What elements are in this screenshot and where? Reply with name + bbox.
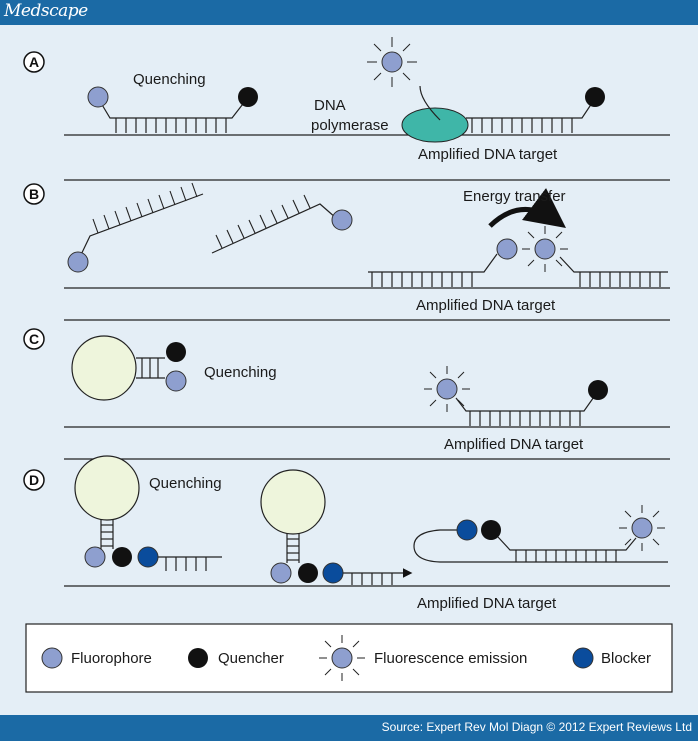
legend-quencher-icon [188, 648, 208, 668]
quenching-label: Quenching [133, 71, 206, 88]
quencher [298, 563, 318, 583]
probe-strand [559, 256, 668, 273]
probe-comb [579, 272, 661, 287]
quenching-label: Quenching [204, 364, 277, 381]
quencher [238, 87, 258, 107]
panel-c-label: C [29, 331, 39, 347]
fluorophore [165, 370, 187, 392]
fluorophore [331, 209, 353, 231]
quencher [481, 520, 501, 540]
panel-a: A Quenching DNA polymerase [23, 37, 670, 163]
probe-strand [368, 253, 498, 273]
molecular-beacon-loop [71, 335, 137, 401]
blocker [456, 519, 478, 541]
probe-comb [115, 118, 227, 133]
panel-d: D Quenching [23, 455, 670, 612]
fluorophore [496, 238, 518, 260]
dna-polymerase-label-1: DNA [314, 97, 346, 114]
amplified-target-label: Amplified DNA target [418, 146, 558, 163]
blocker [137, 546, 159, 568]
stem-rungs [141, 358, 159, 378]
probe-strand [497, 536, 637, 551]
panel-a-label: A [29, 54, 39, 70]
panel-c: C Quenching [23, 328, 670, 453]
fluorophore [87, 86, 109, 108]
blocker [322, 562, 344, 584]
quencher [112, 547, 132, 567]
quencher [166, 342, 186, 362]
medscape-logo: Medscape [4, 1, 88, 21]
legend-emission-label: Fluorescence emission [374, 650, 527, 667]
amplified-target-label: Amplified DNA target [444, 436, 584, 453]
probe-strand [455, 393, 597, 412]
fluorescence-emission-icon [619, 505, 665, 551]
legend-fluorophore-icon [41, 647, 63, 669]
footer-bar: Source: Expert Rev Mol Diagn © 2012 Expe… [0, 715, 698, 741]
probe-comb [371, 272, 473, 287]
source-credit: Source: Expert Rev Mol Diagn © 2012 Expe… [381, 720, 692, 734]
scorpion-stem [286, 533, 300, 563]
legend-emission-icon [319, 635, 365, 681]
probe-comb [215, 194, 311, 249]
stem-rungs [287, 538, 299, 561]
primer-comb [351, 573, 393, 585]
energy-transfer-label: Energy transfer [463, 188, 566, 205]
panel-b-label: B [29, 186, 39, 202]
stem-rungs [101, 524, 113, 547]
dna-polymerase [401, 107, 469, 143]
legend-blocker-label: Blocker [601, 650, 651, 667]
scorpion-loop [260, 469, 326, 535]
probe-strand [211, 203, 337, 254]
probe-comb [515, 550, 617, 562]
fluorophore [270, 562, 292, 584]
legend-blocker-icon [572, 647, 594, 669]
quencher [585, 87, 605, 107]
dna-polymerase-label-2: polymerase [311, 117, 389, 134]
legend-quencher-label: Quencher [218, 650, 284, 667]
probe-comb [92, 182, 198, 234]
fluorophore [84, 546, 106, 568]
fluorescence-emission-icon [367, 37, 417, 87]
opened-scorpion-strand [413, 529, 668, 563]
probe-comb [469, 411, 581, 426]
panel-d-label: D [29, 472, 39, 488]
fluorophore [67, 251, 89, 273]
amplified-target-label: Amplified DNA target [416, 297, 556, 314]
primer-comb [165, 557, 207, 571]
energy-transfer-arrow [488, 188, 567, 228]
amplified-target-label: Amplified DNA target [417, 595, 557, 612]
scorpion-stem [100, 519, 114, 549]
quenching-label: Quenching [149, 475, 222, 492]
cleaved-strand [419, 85, 441, 121]
panel-b: B [23, 182, 670, 314]
probe-strand [97, 97, 247, 119]
header-bar: Medscape [0, 0, 698, 25]
legend: Fluorophore Quencher Fluorescence emissi… [25, 623, 673, 693]
probe-comb [471, 118, 573, 133]
probe-strand [77, 193, 204, 262]
probe-strand [466, 99, 595, 119]
quencher [588, 380, 608, 400]
legend-fluorophore-label: Fluorophore [71, 650, 152, 667]
scorpion-loop [74, 455, 140, 521]
